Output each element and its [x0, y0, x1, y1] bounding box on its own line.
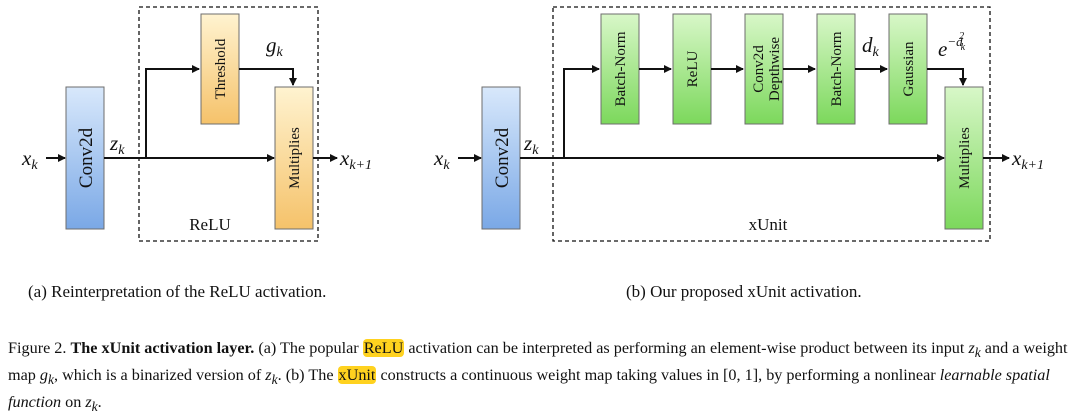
z-k-label: zk: [109, 131, 125, 158]
multiplies-block-b: [944, 86, 984, 230]
math-sub: k: [271, 372, 278, 388]
math-z: z: [968, 339, 975, 357]
caption-text: , which is a binarized version of: [54, 366, 266, 385]
subcaption-b: (b) Our proposed xUnit activation.: [626, 282, 862, 301]
conv2d-label: Conv2d: [76, 127, 97, 188]
math-z: z: [265, 366, 272, 385]
gaussian-label: Gaussian: [901, 41, 917, 96]
caption-text: and a weight map: [8, 339, 1068, 385]
branch-to-batchnorm-arrow: [563, 65, 600, 158]
highlight-xunit: xUnit: [337, 366, 377, 385]
multiplies-label: Multiplies: [287, 127, 303, 189]
highlight-relu: ReLU: [362, 339, 405, 357]
g-to-multiplies-arrow: [239, 68, 297, 86]
xunit-group-box: [552, 6, 991, 242]
conv2d-depthwise-block: [744, 13, 784, 125]
relu-label: ReLU: [685, 51, 701, 88]
caption-text: . (b) The: [277, 366, 338, 385]
figure-caption: Figure 2. The xUnit activation layer. (a…: [8, 337, 1074, 412]
diagram-a: xk Conv2d zk Threshold gk Multiplies xk+…: [21, 6, 372, 242]
diagram-b: xk Conv2d zk Batch-Norm ReLU Conv2d Dept…: [433, 6, 1044, 242]
relu-block: [672, 13, 712, 125]
gaussian-block: [888, 13, 928, 125]
caption-text: on: [61, 393, 86, 412]
xunit-group-label: xUnit: [749, 215, 788, 234]
x-k-input-label-b: xk: [433, 146, 450, 173]
x-k-input-label: xk: [21, 146, 38, 173]
batch-norm-block-1: [600, 13, 640, 125]
threshold-block: [200, 13, 240, 125]
conv2d-block-b: [481, 86, 521, 230]
threshold-label: Threshold: [213, 38, 229, 99]
z-k-label-b: zk: [523, 131, 539, 158]
x-k-plus-1-output-label-b: xk+1: [1011, 146, 1044, 173]
batch-norm-label-2: Batch-Norm: [829, 31, 845, 106]
multiplies-label-b: Multiplies: [957, 127, 973, 189]
conv2d-depthwise-label-line2: Depthwise: [767, 37, 783, 101]
figure-number: Figure 2.: [8, 339, 71, 357]
conv2d-label-b: Conv2d: [492, 127, 513, 188]
math-sub: k: [974, 345, 981, 361]
caption-text: constructs a continuous weight map takin…: [376, 366, 940, 385]
math-sub: k: [48, 372, 55, 388]
math-z: z: [85, 393, 92, 412]
figure-title: The xUnit activation layer.: [70, 339, 255, 357]
relu-group-box: [138, 6, 319, 242]
e-exp-d-k-squared-label: e−dk2: [938, 31, 966, 61]
conv2d-depthwise-label-line1: Conv2d: [751, 45, 767, 93]
caption-text: (a) The popular: [254, 339, 363, 357]
caption-text: .: [97, 393, 102, 412]
weight-to-multiplies-arrow: [927, 68, 967, 86]
relu-group-label: ReLU: [189, 215, 231, 234]
batch-norm-label-1: Batch-Norm: [613, 31, 629, 106]
caption-text: activation can be interpreted as perform…: [404, 339, 969, 357]
multiplies-block: [274, 86, 314, 230]
d-k-label: dk: [862, 33, 880, 60]
xunit-figure-diagram: xk Conv2d zk Threshold gk Multiplies xk+…: [21, 6, 1044, 242]
subcaption-a: (a) Reinterpretation of the ReLU activat…: [28, 282, 327, 301]
math-g: g: [39, 366, 49, 385]
x-k-plus-1-output-label: xk+1: [339, 146, 372, 173]
caption-emphasis: learnable spatial function: [8, 366, 1050, 412]
math-sub: k: [91, 399, 98, 412]
branch-to-threshold-arrow: [145, 65, 200, 158]
g-k-label: gk: [266, 33, 284, 60]
